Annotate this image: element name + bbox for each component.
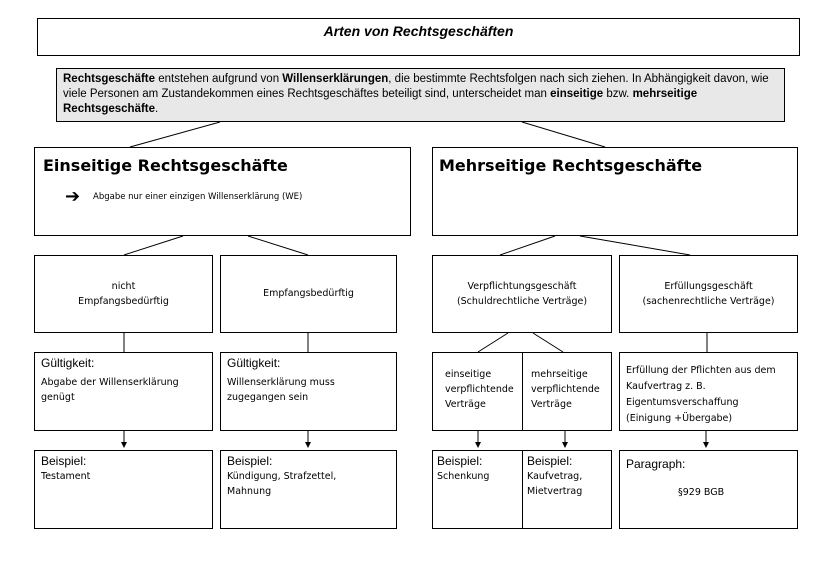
gueltigkeit-empf-box: Gültigkeit: Willenserklärung muss zugega… xyxy=(220,352,397,431)
gueltigkeit-empf-line1: Willenserklärung muss xyxy=(227,377,335,388)
verpfl-line1: Verpflichtungsgeschäft xyxy=(467,280,577,292)
intro-term-willenserklaerungen: Willenserklärungen xyxy=(282,73,389,85)
paragraph-box: Paragraph: §929 BGB xyxy=(619,450,798,529)
line-intro-einseitig xyxy=(129,121,221,148)
intro-term-einseitige: einseitige xyxy=(550,88,604,100)
gueltigkeit-nicht-box: Gültigkeit: Abgabe der Willenserklärung … xyxy=(34,352,213,431)
nicht-empfangsbeduerftig-box: nicht Empfangsbedürftig xyxy=(34,255,213,333)
erf-line1: Erfüllungsgeschäft xyxy=(664,280,753,292)
intro-text-4: . xyxy=(155,103,159,115)
beispiel-nicht-line1: Testament xyxy=(41,471,91,482)
intro-text-1: entstehen aufgrund von xyxy=(155,73,283,85)
line-intro-mehrseitig xyxy=(521,121,606,148)
beispiel-mehrseitig-verpfl-label: Beispiel: xyxy=(527,454,573,468)
empf-line1: Empfangsbedürftig xyxy=(263,288,354,300)
beispiel-mehrseitig-verpfl-box: Beispiel: Kaufvetrag, Mietvertrag xyxy=(522,450,612,529)
mehrseitig-verpflichtend-box: mehrseitige verpflichtende Verträge xyxy=(522,352,612,431)
mehrseitig-heading: Mehrseitige Rechtsgeschäfte xyxy=(439,156,703,175)
beispiel-empf-line1: Kündigung, Strafzettel, xyxy=(227,471,337,482)
line-mehrseitig-left xyxy=(499,235,556,256)
mehrseitig-verpfl-line1: mehrseitige xyxy=(531,369,588,380)
beispiel-einseitig-verpfl-label: Beispiel: xyxy=(437,454,483,468)
line-einseitig-right xyxy=(247,235,309,256)
beispiel-nicht-box: Beispiel: Testament xyxy=(34,450,213,529)
beispiel-nicht-label: Beispiel: xyxy=(41,454,87,468)
intro-term-mehrseitige: mehrseitige Rechtsgeschäfte xyxy=(63,88,698,115)
beispiel-empf-label: Beispiel: xyxy=(227,454,273,468)
beispiel-empf-box: Beispiel: Kündigung, Strafzettel, Mahnun… xyxy=(220,450,397,529)
title-box: Arten von Rechtsgeschäften xyxy=(37,18,800,56)
erfuellungsgeschaeft-box: Erfüllungsgeschäft (sachenrechtliche Ver… xyxy=(619,255,798,333)
erf-desc-line3: Eigentumsverschaffung xyxy=(626,397,739,408)
line-verpfl-einseitig xyxy=(477,332,509,353)
erf-desc-line2: Kaufvertrag z. B. xyxy=(626,381,706,392)
line-verpfl-mehrseitig xyxy=(532,332,564,353)
gueltigkeit-nicht-line2: genügt xyxy=(41,392,75,403)
beispiel-einseitig-verpfl-line1: Schenkung xyxy=(437,471,490,482)
einseitig-verpfl-line3: Verträge xyxy=(445,399,486,410)
beispiel-einseitig-verpfl-box: Beispiel: Schenkung xyxy=(432,450,523,529)
erfuellung-desc-box: Erfüllung der Pflichten aus dem Kaufvert… xyxy=(619,352,798,431)
paragraph-label: Paragraph: xyxy=(626,457,686,471)
einseitig-verpfl-line2: verpflichtende xyxy=(445,384,514,395)
einseitig-box: Einseitige Rechtsgeschäfte ➔ Abgabe nur … xyxy=(34,147,411,236)
intro-text-2: , die bestimmte Rechtsfolgen nach sich z… xyxy=(63,73,769,100)
beispiel-empf-line2: Mahnung xyxy=(227,486,272,497)
line-einseitig-left xyxy=(123,235,184,256)
mehrseitig-box: Mehrseitige Rechtsgeschäfte xyxy=(432,147,798,236)
beispiel-mehrseitig-verpfl-line1: Kaufvetrag, xyxy=(527,471,583,482)
einseitig-note: Abgabe nur einer einzigen Willenserkläru… xyxy=(93,192,303,202)
empfangsbeduerftig-box: Empfangsbedürftig xyxy=(220,255,397,333)
intro-term-rechtsgeschaefte: Rechtsgeschäfte xyxy=(63,73,156,85)
gueltigkeit-empf-label: Gültigkeit: xyxy=(227,356,281,370)
arrow-right-icon: ➔ xyxy=(65,186,81,207)
intro-box: Rechtsgeschäfte entstehen aufgrund von W… xyxy=(56,68,785,122)
erf-line2: (sachenrechtliche Verträge) xyxy=(642,296,775,307)
line-mehrseitig-right xyxy=(579,235,691,256)
einseitig-verpfl-line1: einseitige xyxy=(445,369,492,380)
beispiel-mehrseitig-verpfl-line2: Mietvertrag xyxy=(527,486,583,497)
einseitig-heading: Einseitige Rechtsgeschäfte xyxy=(43,156,288,175)
intro-text-3: bzw. xyxy=(603,88,633,100)
nicht-line1: nicht xyxy=(111,280,136,292)
paragraph-value: §929 BGB xyxy=(678,487,725,498)
erf-desc-line4: (Einigung +Übergabe) xyxy=(626,413,733,424)
gueltigkeit-nicht-label: Gültigkeit: xyxy=(41,356,95,370)
gueltigkeit-empf-line2: zugegangen sein xyxy=(227,392,309,403)
mehrseitig-verpfl-line3: Verträge xyxy=(531,399,572,410)
verpflichtungsgeschaeft-box: Verpflichtungsgeschäft (Schuldrechtliche… xyxy=(432,255,612,333)
verpfl-line2: (Schuldrechtliche Verträge) xyxy=(456,296,588,307)
einseitig-verpflichtend-box: einseitige verpflichtende Verträge xyxy=(432,352,523,431)
gueltigkeit-nicht-line1: Abgabe der Willenserklärung xyxy=(41,377,179,388)
erf-desc-line1: Erfüllung der Pflichten aus dem xyxy=(626,365,776,376)
page-title: Arten von Rechtsgeschäften xyxy=(323,23,514,39)
mehrseitig-verpfl-line2: verpflichtende xyxy=(531,384,600,395)
nicht-line2: Empfangsbedürftig xyxy=(78,296,169,307)
